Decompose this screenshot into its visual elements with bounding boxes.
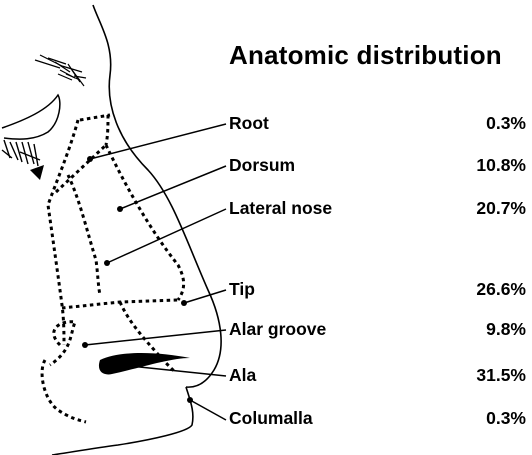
region-percent-tip: 26.6% [476, 279, 526, 300]
leader-lines [85, 124, 226, 420]
eyelashes [2, 140, 40, 166]
anchor-dot-root [87, 156, 93, 162]
eyebrow [35, 55, 86, 86]
region-label-alar-groove: Alar groove [229, 319, 326, 340]
region-label-columalla: Columalla [229, 408, 313, 429]
leader-line-ala [130, 366, 226, 376]
anchor-dot-ala [127, 363, 133, 369]
region-percent-columalla: 0.3% [486, 408, 526, 429]
leader-line-dorsum [120, 166, 226, 209]
subunit-boundaries [42, 115, 184, 422]
eye-pupil [30, 165, 44, 180]
face-profile-outline [93, 5, 221, 387]
anchor-dot-alar-groove [82, 342, 88, 348]
leader-line-alar-groove [85, 330, 226, 345]
anchor-dot-lateral-nose [104, 260, 110, 266]
anchor-dot-tip [181, 300, 187, 306]
anchor-dot-columalla [187, 397, 193, 403]
diagram-title: Anatomic distribution [229, 40, 502, 71]
philtrum-outline [52, 387, 193, 455]
region-label-tip: Tip [229, 279, 255, 300]
region-percent-root: 0.3% [486, 113, 526, 134]
leader-line-root [90, 124, 226, 159]
leader-line-tip [184, 290, 226, 303]
region-label-ala: Ala [229, 365, 256, 386]
region-percent-alar-groove: 9.8% [486, 319, 526, 340]
region-percent-dorsum: 10.8% [476, 155, 526, 176]
anchor-dot-dorsum [117, 206, 123, 212]
region-percent-lateral-nose: 20.7% [476, 198, 526, 219]
region-label-root: Root [229, 113, 269, 134]
region-label-lateral-nose: Lateral nose [229, 198, 332, 219]
eyelid-outline [2, 95, 60, 139]
region-label-dorsum: Dorsum [229, 155, 295, 176]
leader-line-columalla [190, 400, 226, 420]
region-percent-ala: 31.5% [476, 365, 526, 386]
leader-line-lateral-nose [107, 209, 226, 263]
